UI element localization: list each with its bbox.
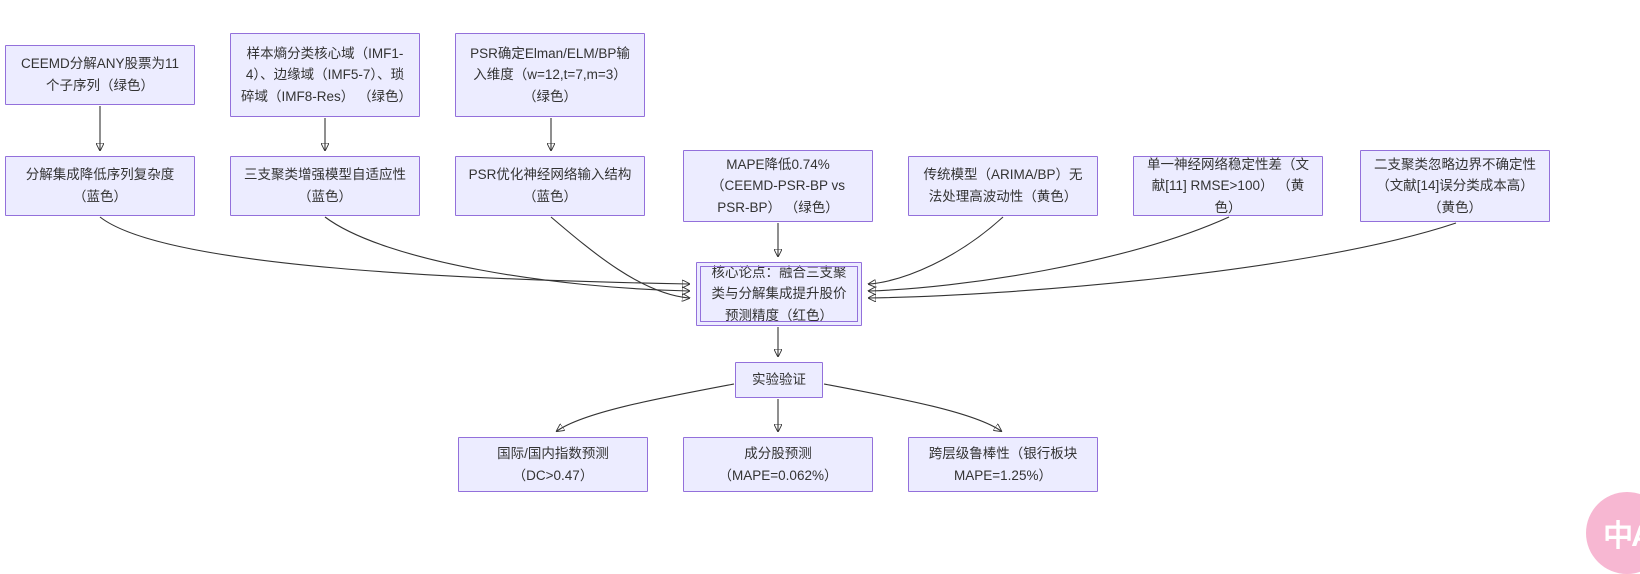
- node-component-pred: 成分股预测（MAPE=0.062%）: [683, 437, 873, 492]
- node-ceemd-label: CEEMD分解ANY股票为11个子序列（绿色）: [20, 56, 180, 93]
- node-sample-entropy-label: 样本熵分类核心域（IMF1-4）、边缘域（IMF5-7）、琐碎域（IMF8-Re…: [241, 45, 413, 104]
- node-two-way: 二支聚类忽略边界不确定性（文献[14]误分类成本高）（黄色）: [1360, 150, 1550, 222]
- node-core-thesis-label: 核心论点：融合三支聚类与分解集成提升股价预测精度（红色）: [711, 264, 847, 323]
- node-validation-label: 实验验证: [752, 372, 806, 388]
- node-ceemd: CEEMD分解ANY股票为11个子序列（绿色）: [5, 45, 195, 105]
- node-two-way-label: 二支聚类忽略边界不确定性（文献[14]误分类成本高）（黄色）: [1374, 156, 1536, 215]
- node-traditional-label: 传统模型（ARIMA/BP）无法处理高波动性（黄色）: [923, 167, 1083, 204]
- node-component-pred-label: 成分股预测（MAPE=0.062%）: [718, 445, 838, 483]
- node-index-pred-label: 国际/国内指数预测（DC>0.47）: [497, 445, 609, 483]
- node-three-way: 三支聚类增强模型自适应性（蓝色）: [230, 156, 420, 216]
- node-validation: 实验验证: [735, 362, 823, 398]
- node-robustness: 跨层级鲁棒性（银行板块MAPE=1.25%）: [908, 437, 1098, 492]
- node-decompose-label: 分解集成降低序列复杂度（蓝色）: [25, 167, 175, 204]
- node-core-thesis: 核心论点：融合三支聚类与分解集成提升股价预测精度（红色）: [696, 262, 862, 326]
- edge-single-nn-core: [869, 216, 1230, 291]
- node-mape-reduce: MAPE降低0.74%（CEEMD-PSR-BP vs PSR-BP） （绿色）: [683, 150, 873, 222]
- node-robustness-label: 跨层级鲁棒性（银行板块MAPE=1.25%）: [928, 445, 1078, 483]
- edge-traditional-core: [869, 216, 1004, 284]
- node-psr-optimize-label: PSR优化神经网络输入结构（蓝色）: [468, 167, 632, 204]
- node-traditional: 传统模型（ARIMA/BP）无法处理高波动性（黄色）: [908, 156, 1098, 216]
- node-mape-reduce-label: MAPE降低0.74%（CEEMD-PSR-BP vs PSR-BP） （绿色）: [710, 156, 846, 215]
- node-decompose: 分解集成降低序列复杂度（蓝色）: [5, 156, 195, 216]
- edge-decompose-core: [99, 216, 689, 284]
- node-psr-input: PSR确定Elman/ELM/BP输入维度（w=12,t=7,m=3） （绿色）: [455, 33, 645, 117]
- edge-three-way-core: [324, 216, 689, 291]
- node-index-pred: 国际/国内指数预测（DC>0.47）: [458, 437, 648, 492]
- node-single-nn: 单一神经网络稳定性差（文献[11] RMSE>100） （黄色）: [1133, 156, 1323, 216]
- translate-icon: 中A: [1603, 520, 1640, 553]
- edge-validation-robustness: [823, 383, 1001, 431]
- edge-validation-index-pred: [557, 383, 735, 431]
- edge-two-way-core: [869, 222, 1457, 298]
- edge-psr-optimize-core: [550, 216, 689, 298]
- translate-float-button[interactable]: 中A: [1586, 492, 1640, 574]
- node-psr-input-label: PSR确定Elman/ELM/BP输入维度（w=12,t=7,m=3） （绿色）: [470, 45, 630, 104]
- node-psr-optimize: PSR优化神经网络输入结构（蓝色）: [455, 156, 645, 216]
- node-sample-entropy: 样本熵分类核心域（IMF1-4）、边缘域（IMF5-7）、琐碎域（IMF8-Re…: [230, 33, 420, 117]
- node-single-nn-label: 单一神经网络稳定性差（文献[11] RMSE>100） （黄色）: [1147, 156, 1309, 215]
- node-three-way-label: 三支聚类增强模型自适应性（蓝色）: [244, 167, 406, 204]
